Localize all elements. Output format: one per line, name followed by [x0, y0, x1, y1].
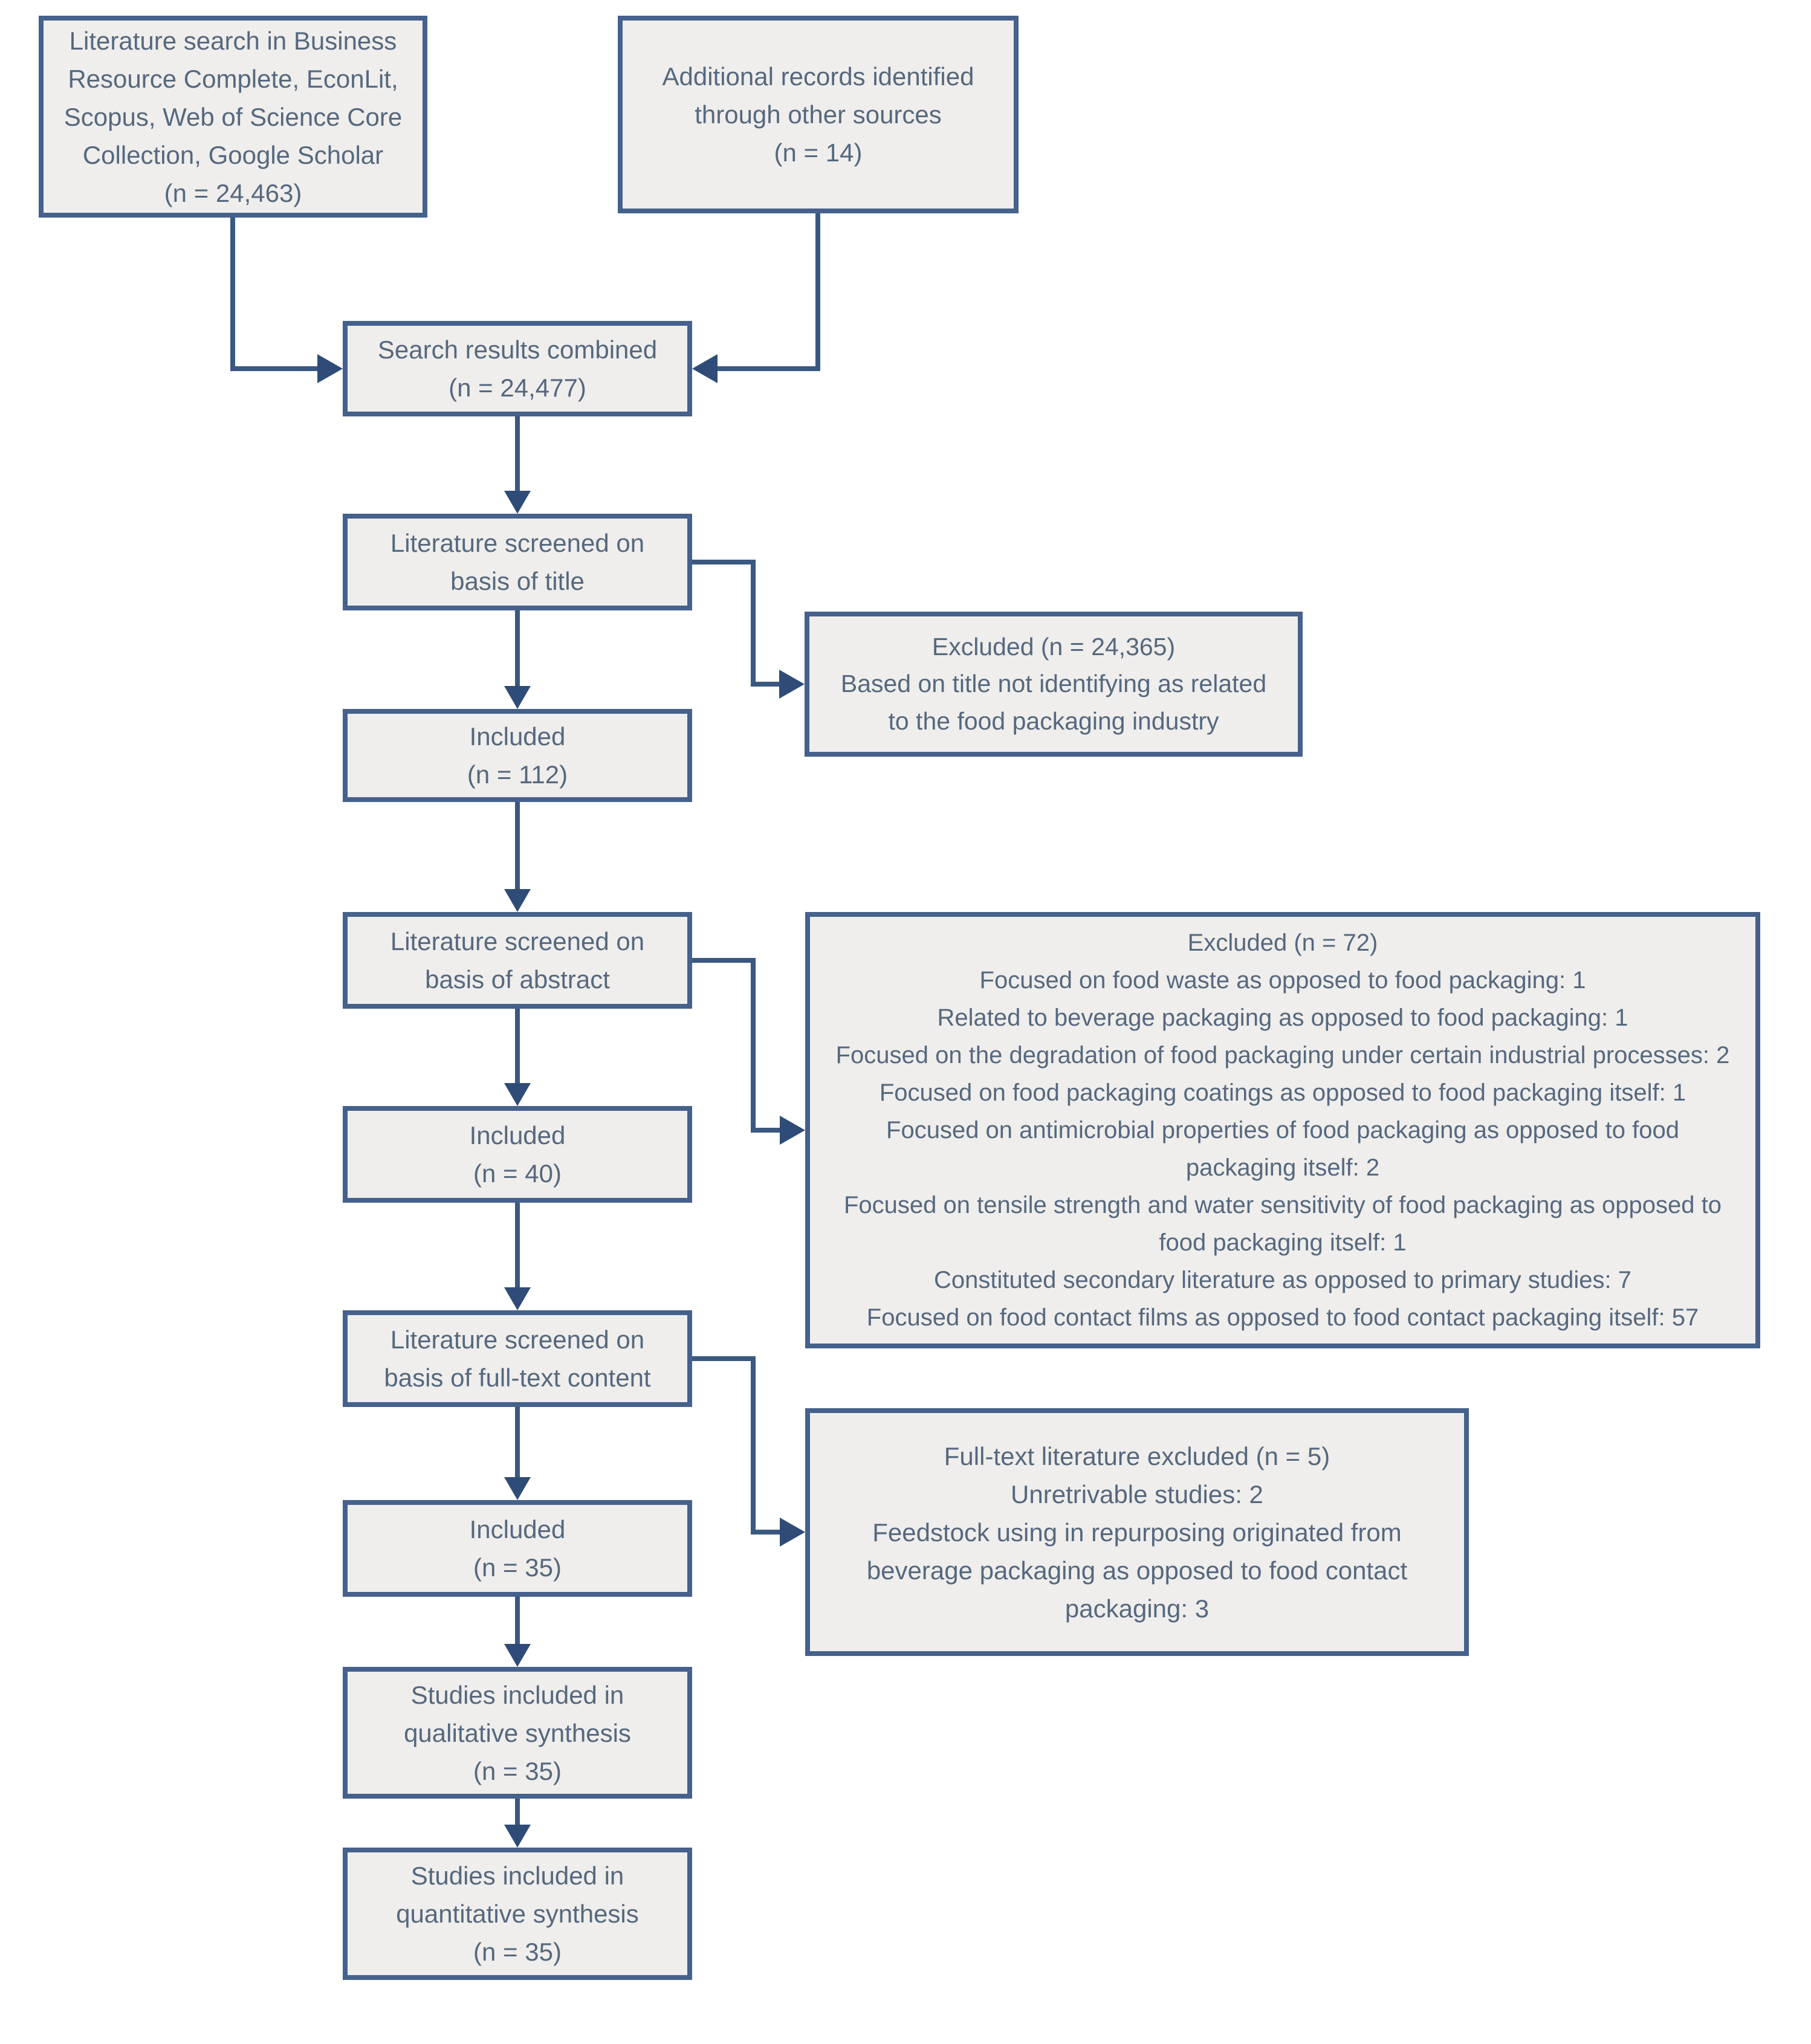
flow-box-qualitative-synthesis: Studies included in qualitative synthesi… [343, 1667, 692, 1799]
arrowhead-into-excluded-fulltext [780, 1518, 805, 1547]
connector-screened-title-to-excluded-title [692, 560, 779, 687]
flow-box-quantitative-synthesis: Studies included in quantitative synthes… [343, 1848, 692, 1980]
flow-box-screened-on-title: Literature screened on basis of title [343, 514, 692, 610]
flow-box-additional-records: Additional records identified through ot… [618, 16, 1019, 213]
arrowhead-into-combined-right [692, 354, 718, 383]
flow-box-screened-on-fulltext: Literature screened on basis of full-tex… [343, 1310, 692, 1407]
arrowhead-into-combined-left [317, 354, 343, 383]
arrowhead-into-screened-abstract [504, 889, 531, 912]
arrowhead-into-included-fulltext [504, 1477, 531, 1500]
flow-box-literature-search: Literature search in Business Resource C… [39, 16, 427, 218]
connector-additional-records-to-combined [718, 213, 820, 371]
connector-screened-fulltext-to-excluded-fulltext [692, 1356, 780, 1535]
connector-literature-search-to-combined [230, 218, 317, 371]
flow-box-excluded-on-title: Excluded (n = 24,365) Based on title not… [805, 612, 1303, 757]
flow-box-included-after-fulltext: Included (n = 35) [343, 1500, 692, 1597]
arrowhead-into-screened-fulltext [504, 1287, 531, 1310]
arrowhead-into-screened-title [504, 491, 531, 514]
arrowhead-into-included-title [504, 686, 531, 709]
arrowhead-into-qualitative [504, 1644, 531, 1667]
connector-screened-abstract-to-excluded-abstract [692, 958, 780, 1133]
flow-box-included-after-title: Included (n = 112) [343, 709, 692, 802]
flow-box-included-after-abstract: Included (n = 40) [343, 1106, 692, 1203]
arrowhead-into-included-abstract [504, 1083, 531, 1106]
flow-box-search-results-combined: Search results combined (n = 24,477) [343, 321, 692, 416]
flow-box-excluded-on-abstract: Excluded (n = 72) Focused on food waste … [805, 912, 1760, 1348]
flow-box-screened-on-abstract: Literature screened on basis of abstract [343, 912, 692, 1009]
arrowhead-into-excluded-title [779, 670, 805, 699]
flow-box-excluded-on-fulltext: Full-text literature excluded (n = 5) Un… [805, 1408, 1469, 1656]
arrowhead-into-excluded-abstract [780, 1116, 805, 1145]
arrowhead-into-quantitative [504, 1825, 531, 1848]
